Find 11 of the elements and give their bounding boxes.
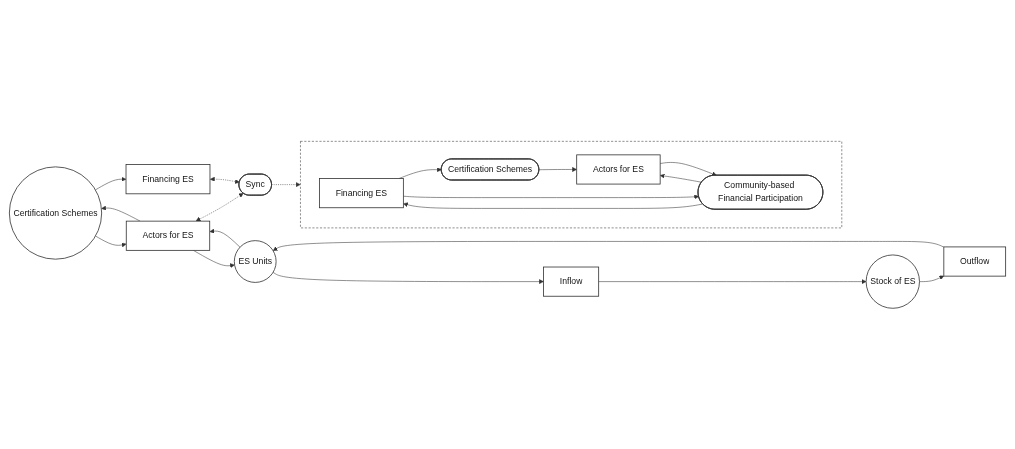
node-box <box>543 266 600 297</box>
node-circle <box>233 239 277 283</box>
cluster <box>300 140 843 228</box>
node-box <box>125 220 211 251</box>
node-circle <box>8 166 103 260</box>
node-box <box>943 246 1007 277</box>
node-circle <box>865 254 920 309</box>
node-box <box>319 177 404 208</box>
node-box <box>125 163 211 194</box>
flowchart-drawing: Financing ES Certification Schemes Actors for ES Community-based Financial Participation Certification Schemes Actors for ES ES Units Outflow Inflow Stock of ES Financing ES Sync <box>5 136 1010 313</box>
node-box <box>576 154 661 185</box>
